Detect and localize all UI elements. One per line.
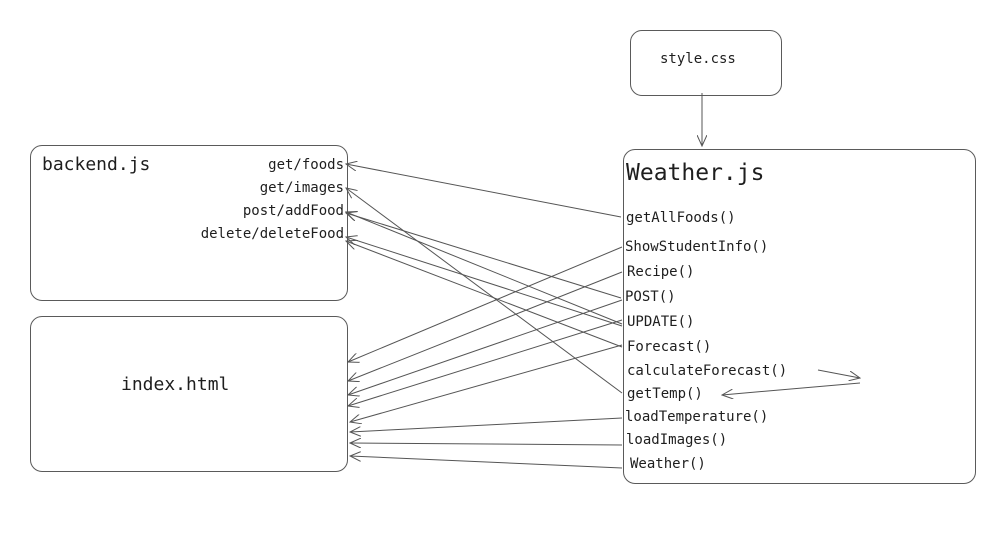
fn-forecast: Forecast() xyxy=(627,339,712,355)
style-css-title: style.css xyxy=(660,51,736,67)
fn-update: UPDATE() xyxy=(627,314,695,330)
style-css-node xyxy=(630,30,782,96)
edge-recipe-to-index xyxy=(348,271,623,381)
weather-js-node xyxy=(623,149,976,484)
fn-gettemp: getTemp() xyxy=(627,386,703,402)
fn-loadtemperature: loadTemperature() xyxy=(625,409,769,425)
route-get-foods: get/foods xyxy=(268,157,344,173)
route-get-images: get/images xyxy=(259,180,344,196)
fn-showstudentinfo: ShowStudentInfo() xyxy=(625,239,769,255)
edge-showstudentinfo-to-index xyxy=(348,246,623,362)
edge-loadtemperature-to-index xyxy=(350,417,623,432)
weather-js-title: Weather.js xyxy=(626,160,765,186)
edge-update-to-delete-deletefood xyxy=(346,237,623,327)
fn-recipe: Recipe() xyxy=(627,264,695,280)
fn-post: POST() xyxy=(625,289,676,305)
fn-weather: Weather() xyxy=(630,456,706,472)
edge-forecast-to-index xyxy=(350,344,623,422)
edge-post-to-index xyxy=(348,299,623,395)
edge-loadimages-to-index xyxy=(350,443,623,445)
index-html-title: index.html xyxy=(121,374,230,395)
fn-getallfoods: getAllFoods() xyxy=(626,210,736,226)
route-delete-deletefood: delete/deleteFood xyxy=(200,226,344,242)
edge-update-to-post-addfood xyxy=(346,212,623,325)
route-post-addfood: post/addFood xyxy=(242,203,344,219)
fn-calculateforecast: calculateForecast() xyxy=(627,363,788,379)
edge-forecast-to-delete-deletefood xyxy=(346,241,623,348)
edge-gettemp-to-get-images xyxy=(346,188,623,394)
edge-post-to-post-addfood xyxy=(346,213,622,299)
backend-routes: get/foods get/images post/addFood delete… xyxy=(201,155,344,247)
fn-loadimages: loadImages() xyxy=(626,432,728,448)
edge-getallfoods-to-get-foods xyxy=(346,164,622,218)
edge-weather-to-index xyxy=(350,456,623,469)
backend-js-title: backend.js xyxy=(42,154,151,175)
edge-update-to-index xyxy=(348,319,623,406)
